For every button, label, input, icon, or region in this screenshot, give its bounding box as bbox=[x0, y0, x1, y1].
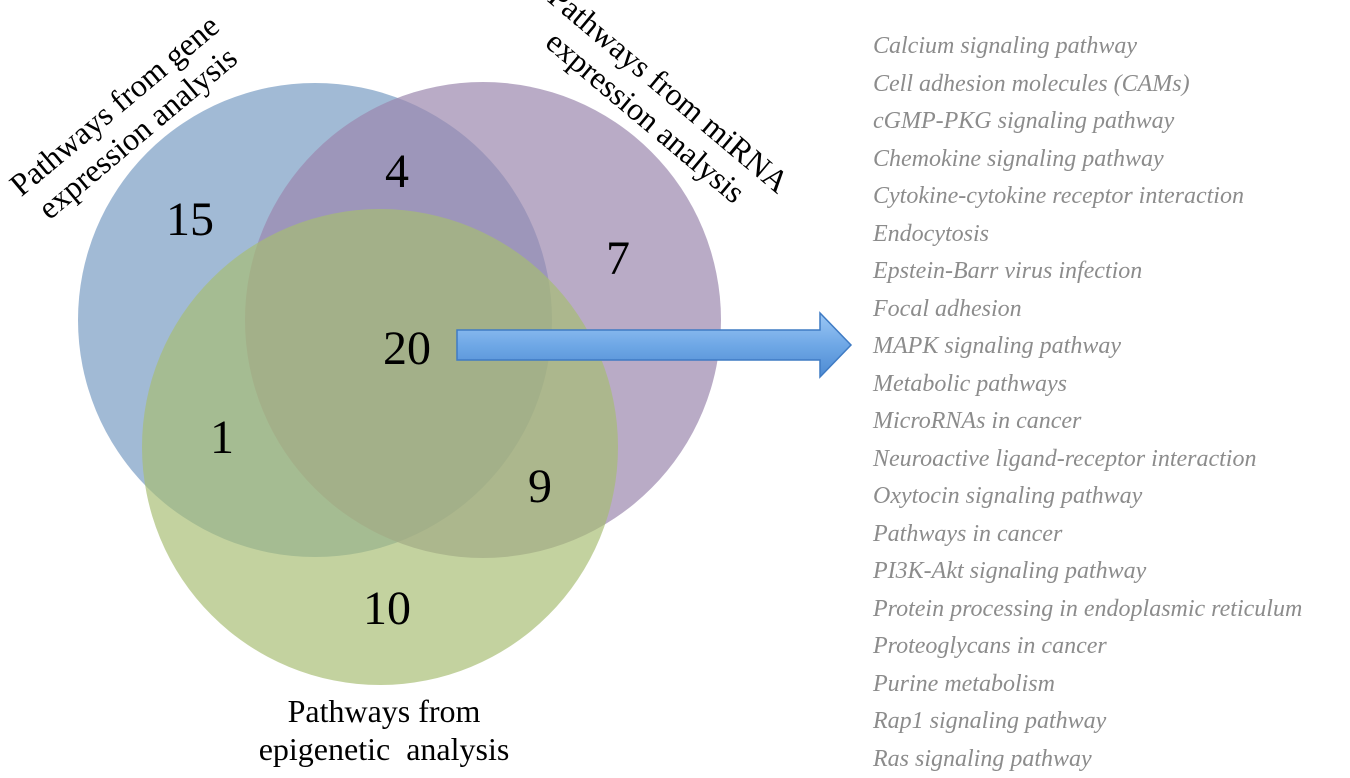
pathway-item: Oxytocin signaling pathway bbox=[873, 478, 1302, 516]
venn-diagram: 15 4 7 20 1 9 10 Pathways from gene expr… bbox=[0, 0, 860, 772]
pathway-item: Cell adhesion molecules (CAMs) bbox=[873, 66, 1302, 104]
pathway-item: MAPK signaling pathway bbox=[873, 328, 1302, 366]
pathway-item: Proteoglycans in cancer bbox=[873, 628, 1302, 666]
pathway-item: Rap1 signaling pathway bbox=[873, 703, 1302, 741]
pathway-item: PI3K-Akt signaling pathway bbox=[873, 553, 1302, 591]
pathway-item: Neuroactive ligand-receptor interaction bbox=[873, 441, 1302, 479]
pathway-item: Cytokine-cytokine receptor interaction bbox=[873, 178, 1302, 216]
label-epigenetic-line1: Pathways from bbox=[288, 693, 481, 729]
pathway-item: Calcium signaling pathway bbox=[873, 28, 1302, 66]
pathway-item: MicroRNAs in cancer bbox=[873, 403, 1302, 441]
pathway-item: Purine metabolism bbox=[873, 666, 1302, 704]
count-mirna-epigenetic: 9 bbox=[528, 460, 552, 513]
pathway-item: Protein processing in endoplasmic reticu… bbox=[873, 591, 1302, 629]
pathway-item: Focal adhesion bbox=[873, 291, 1302, 329]
count-all-three: 20 bbox=[383, 322, 431, 375]
pathway-item: Ras signaling pathway bbox=[873, 741, 1302, 778]
pathway-item: Chemokine signaling pathway bbox=[873, 141, 1302, 179]
pathway-item: Pathways in cancer bbox=[873, 516, 1302, 554]
count-gene-mirna: 4 bbox=[385, 145, 409, 198]
count-gene-only: 15 bbox=[166, 193, 214, 246]
count-gene-epigenetic: 1 bbox=[210, 411, 234, 464]
label-epigenetic-line2: epigenetic analysis bbox=[259, 731, 510, 767]
pathway-item: Endocytosis bbox=[873, 216, 1302, 254]
pathway-item: cGMP-PKG signaling pathway bbox=[873, 103, 1302, 141]
pathway-item: Metabolic pathways bbox=[873, 366, 1302, 404]
count-mirna-only: 7 bbox=[606, 232, 630, 285]
pathway-item: Epstein-Barr virus infection bbox=[873, 253, 1302, 291]
count-epigenetic-only: 10 bbox=[363, 582, 411, 635]
